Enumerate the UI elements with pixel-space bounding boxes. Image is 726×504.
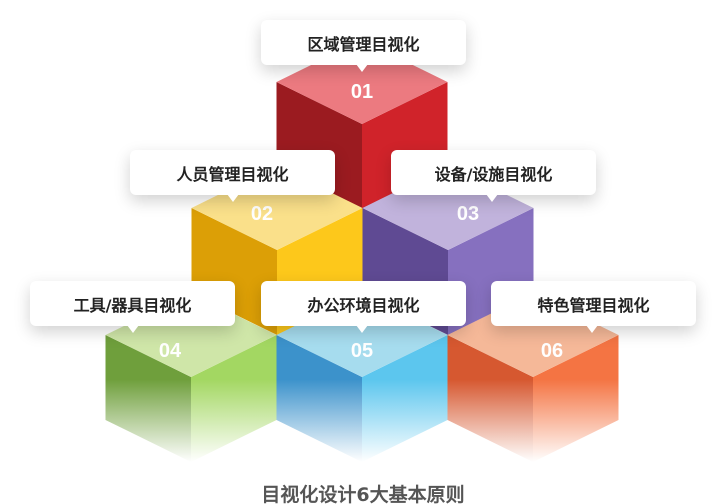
label-card-06: 特色管理目视化 <box>491 281 696 333</box>
label-card-03: 设备/设施目视化 <box>391 150 596 202</box>
pointer-icon <box>356 325 368 333</box>
label-text: 区域管理目视化 <box>307 34 420 54</box>
cube-left-face <box>276 335 362 462</box>
label-text: 办公环境目视化 <box>307 295 420 315</box>
pointer-icon <box>127 325 139 333</box>
cube-right-face <box>533 335 619 462</box>
cube-number-06: 06 <box>540 340 564 362</box>
pointer-icon <box>486 194 498 202</box>
label-text: 特色管理目视化 <box>537 295 650 315</box>
cube-left-face <box>447 335 533 462</box>
label-card-02: 人员管理目视化 <box>130 150 335 202</box>
pointer-icon <box>586 325 598 333</box>
label-card-01: 区域管理目视化 <box>261 20 466 72</box>
cube-left-face <box>105 335 191 462</box>
label-text: 工具/器具目视化 <box>73 295 192 315</box>
pointer-icon <box>356 64 368 72</box>
diagram-title: 目视化设计6大基本原则 <box>261 484 465 504</box>
label-text: 设备/设施目视化 <box>434 164 553 184</box>
cube-number-05: 05 <box>350 340 374 362</box>
cube-06 <box>447 293 619 462</box>
cube-number-01: 01 <box>350 81 374 103</box>
cube-number-04: 04 <box>158 340 182 362</box>
label-card-05: 办公环境目视化 <box>261 281 466 333</box>
label-text: 人员管理目视化 <box>176 164 289 184</box>
cube-right-face <box>191 335 277 462</box>
label-card-04: 工具/器具目视化 <box>30 281 235 333</box>
pointer-icon <box>227 194 239 202</box>
cube-number-03: 03 <box>456 203 480 225</box>
cube-right-face <box>362 335 448 462</box>
cube-number-02: 02 <box>250 203 274 225</box>
